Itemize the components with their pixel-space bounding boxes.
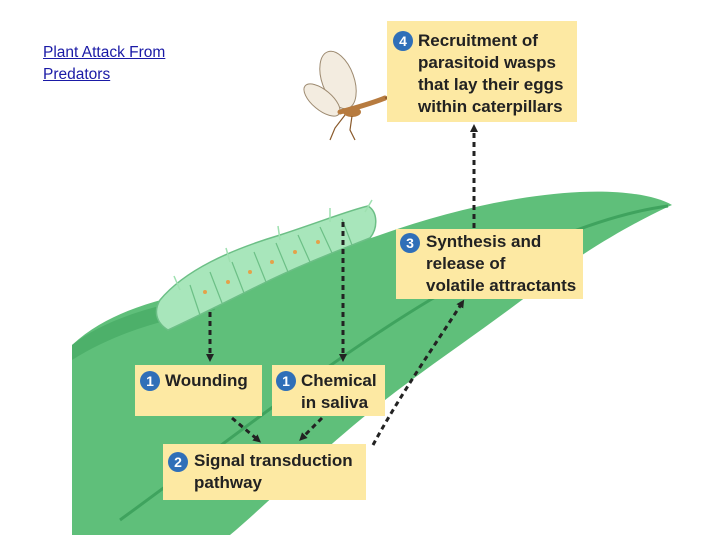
step-chemical-line-1: Chemical	[301, 370, 377, 391]
step-chemical-line-2: in saliva	[301, 392, 368, 413]
step-signal-line-2: pathway	[194, 472, 262, 493]
step-synthesis-line-2: release of	[426, 253, 505, 274]
step-number-badge: 1	[140, 371, 160, 391]
step-recruitment-line-1: Recruitment of	[418, 30, 538, 51]
step-chemical-box: 1 Chemical in saliva	[272, 365, 385, 416]
step-recruitment-line-2: parasitoid wasps	[418, 52, 556, 73]
step-recruitment-line-4: within caterpillars	[418, 96, 563, 117]
step-wounding-label: Wounding	[165, 370, 248, 391]
step-synthesis-line-1: Synthesis and	[426, 231, 541, 252]
step-recruitment-line-3: that lay their eggs	[418, 74, 563, 95]
step-number-badge: 2	[168, 452, 188, 472]
step-signal-box: 2 Signal transduction pathway	[163, 444, 366, 500]
step-recruitment-box: 4 Recruitment of parasitoid wasps that l…	[387, 21, 577, 122]
step-number-badge: 1	[276, 371, 296, 391]
step-wounding-box: 1 Wounding	[135, 365, 262, 416]
step-number-badge: 3	[400, 233, 420, 253]
step-synthesis-line-3: volatile attractants	[426, 275, 576, 296]
step-synthesis-box: 3 Synthesis and release of volatile attr…	[396, 229, 583, 299]
step-signal-line-1: Signal transduction	[194, 450, 353, 471]
step-number-badge: 4	[393, 31, 413, 51]
